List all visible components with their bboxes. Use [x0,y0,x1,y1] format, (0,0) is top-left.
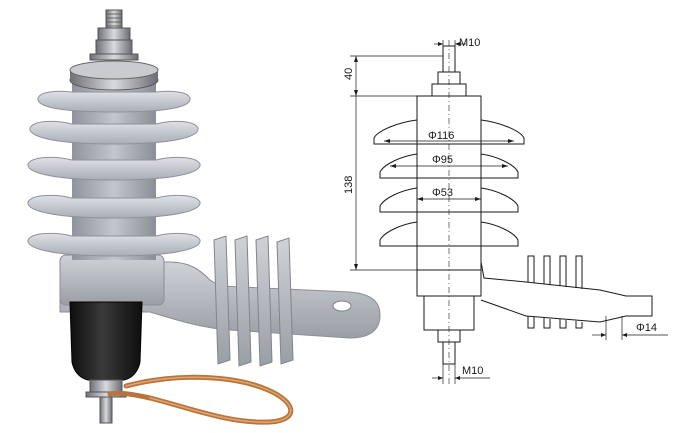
top-thread-label: M10 [459,37,480,49]
bottom-nut [89,379,123,393]
porcelain-sheds [27,90,201,257]
top-nut-upper [97,27,131,41]
bottom-stud [99,396,113,424]
mounting-hole-dia-label: Φ14 [636,322,657,334]
arrester-photo [27,9,381,425]
base-collar [59,254,165,306]
top-washer [89,53,139,61]
technical-drawing: M10 Φ116 Φ95 Φ53 [343,37,668,385]
body-height-label: 138 [343,176,355,194]
terminal-height-label: 40 [343,68,355,80]
top-nut [95,39,133,55]
shed-large-dia-label: Φ116 [428,130,454,142]
top-stud [105,9,123,29]
shed-medium-dia-label: Φ95 [432,154,453,166]
mounting-hole [332,300,352,312]
bracket-fins [213,235,294,367]
bottom-thread-label: M10 [462,365,483,377]
shed-small-dia-label: Φ53 [432,187,453,199]
bottom-housing [69,301,143,381]
